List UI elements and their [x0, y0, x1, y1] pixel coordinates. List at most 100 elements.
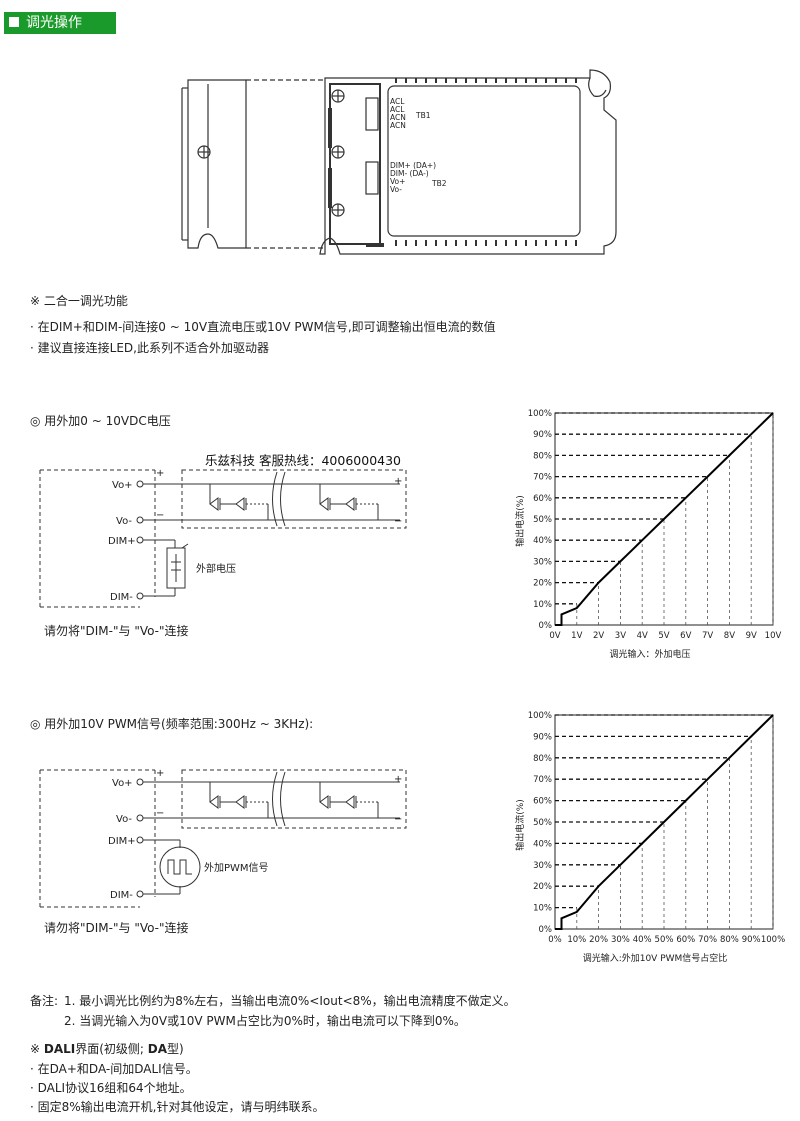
- section-title: 调光操作: [26, 15, 82, 31]
- tb1-pin: ACN: [390, 113, 406, 122]
- x-tick-label: 0V: [549, 631, 560, 641]
- intro-bullet: · 在DIM+和DIM-间连接0 ~ 10V直流电压或10V PWM信号,即可调…: [30, 320, 496, 334]
- x-tick-label: 10V: [765, 631, 782, 641]
- plus-sign: +: [156, 468, 164, 479]
- minus-sign: −: [156, 808, 164, 819]
- tb2-pin: Vo+: [390, 177, 405, 186]
- plus-sign: +: [156, 768, 164, 779]
- y-tick-label: 80%: [533, 754, 552, 764]
- x-tick-label: 8V: [724, 631, 735, 641]
- tb1-pin: ACL: [390, 97, 405, 106]
- x-tick-label: 50%: [655, 935, 674, 945]
- notes-prefix: 备注:: [30, 994, 59, 1008]
- x-tick-label: 20%: [589, 935, 608, 945]
- x-tick-label: 100%: [761, 935, 785, 945]
- tb1-pin: ACN: [390, 121, 406, 130]
- chart-pwm-dimming: 0%10%20%30%40%50%60%70%80%90%100% 0%10%2…: [514, 711, 785, 964]
- y-tick-label: 100%: [528, 711, 552, 721]
- chart1-xlabel: 调光输入：外加电压: [609, 648, 690, 660]
- y-tick-label: 80%: [533, 451, 552, 461]
- y-tick-label: 70%: [533, 775, 552, 785]
- y-tick-label: 40%: [533, 839, 552, 849]
- tb1-label: TB1: [415, 111, 431, 120]
- y-tick-label: 70%: [533, 473, 552, 483]
- diagram1-warning: 请勿将"DIM-"与 "Vo-"连接: [44, 624, 189, 638]
- y-tick-label: 30%: [533, 557, 552, 567]
- tb2-pin: DIM+ (DA+): [390, 161, 436, 170]
- vo-plus-label: Vo+: [112, 778, 133, 789]
- dali-heading-bold: DA: [147, 1042, 168, 1056]
- section-header: 调光操作: [4, 12, 116, 34]
- x-tick-label: 30%: [611, 935, 630, 945]
- dali-heading-end: 型): [167, 1042, 184, 1056]
- y-tick-label: 0%: [539, 925, 553, 935]
- x-tick-label: 1V: [571, 631, 582, 641]
- y-tick-label: 10%: [533, 904, 552, 914]
- y-tick-label: 50%: [533, 818, 552, 828]
- dali-bullet: · 在DA+和DA-间加DALI信号。: [30, 1062, 198, 1076]
- vo-plus-label: Vo+: [112, 480, 133, 491]
- y-tick-label: 20%: [533, 882, 552, 892]
- chart2-xlabel: 调光输入:外加10V PWM信号占空比: [583, 952, 728, 964]
- watermark-text: 乐兹科技 客服热线：4006000430: [205, 453, 402, 468]
- diagram1-title: ◎ 用外加0 ~ 10VDC电压: [30, 414, 171, 428]
- diagram2-title: ◎ 用外加10V PWM信号(频率范围:300Hz ~ 3KHz):: [30, 717, 314, 731]
- y-tick-label: 60%: [533, 494, 552, 504]
- source-label: 外加PWM信号: [204, 862, 269, 874]
- x-tick-label: 60%: [676, 935, 695, 945]
- x-tick-label: 10%: [567, 935, 586, 945]
- source-label: 外部电压: [196, 562, 236, 575]
- diagram2-circuit: Vo+ Vo- DIM+ DIM- + − + − 外加PWM信号: [39, 768, 407, 908]
- dimming-curve: [555, 714, 774, 930]
- x-tick-label: 4V: [637, 631, 648, 641]
- tb2-pin: Vo-: [390, 185, 402, 194]
- diagram2-warning: 请勿将"DIM-"与 "Vo-"连接: [44, 921, 189, 935]
- chart1-ylabel: 输出电流(%): [514, 495, 526, 547]
- dim-plus-label: DIM+: [108, 536, 136, 547]
- x-tick-label: 3V: [615, 631, 626, 641]
- tb2-label: TB2: [431, 179, 447, 188]
- dim-minus-label: DIM-: [110, 890, 133, 901]
- tb1-pin: ACL: [390, 105, 405, 114]
- plus-sign: +: [394, 476, 402, 487]
- dim-minus-label: DIM-: [110, 592, 133, 603]
- dali-heading-bold: DALI: [43, 1042, 76, 1056]
- x-tick-label: 90%: [742, 935, 761, 945]
- diagram1-circuit: Vo+ Vo- DIM+ DIM- + − + − 外部电压: [39, 468, 407, 608]
- note-item: 2. 当调光输入为0V或10V PWM占空比为0%时，输出电流可以下降到0%。: [64, 1014, 466, 1028]
- vo-minus-label: Vo-: [116, 814, 132, 825]
- y-tick-label: 60%: [533, 797, 552, 807]
- vo-minus-label: Vo-: [116, 516, 132, 527]
- y-tick-label: 0%: [539, 621, 553, 631]
- intro-bullet: · 建议直接连接LED,此系列不适合外加驱动器: [30, 341, 269, 355]
- y-tick-label: 40%: [533, 536, 552, 546]
- minus-sign: −: [394, 814, 402, 825]
- x-tick-label: 6V: [680, 631, 691, 641]
- driver-housing-drawing: ACL ACL ACN ACN TB1 DIM+ (DA+) DIM- (DA-…: [181, 69, 617, 255]
- x-tick-label: 40%: [633, 935, 652, 945]
- dali-heading: ※ DALI界面(初级侧; DA型): [30, 1040, 184, 1057]
- x-tick-label: 5V: [658, 631, 669, 641]
- x-tick-label: 7V: [702, 631, 713, 641]
- x-tick-label: 9V: [746, 631, 757, 641]
- minus-sign: −: [156, 510, 164, 521]
- y-tick-label: 20%: [533, 579, 552, 589]
- y-tick-label: 90%: [533, 732, 552, 742]
- dali-bullet: · DALI协议16组和64个地址。: [30, 1081, 192, 1095]
- dali-bullet: · 固定8%输出电流开机,针对其他设定，请与明纬联系。: [30, 1100, 325, 1114]
- chart2-ylabel: 输出电流(%): [514, 799, 526, 851]
- intro-heading: ※ 二合一调光功能: [30, 294, 128, 308]
- y-tick-label: 100%: [528, 409, 552, 419]
- dali-heading-mid: 界面(初级侧;: [75, 1042, 148, 1056]
- dimming-curve: [555, 412, 774, 626]
- tb2-pin: DIM- (DA-): [390, 169, 429, 178]
- plus-sign: +: [394, 774, 402, 785]
- dali-heading-mark: ※: [30, 1042, 44, 1056]
- dim-plus-label: DIM+: [108, 836, 136, 847]
- y-tick-label: 50%: [533, 515, 552, 525]
- minus-sign: −: [394, 516, 402, 527]
- x-tick-label: 70%: [698, 935, 717, 945]
- x-tick-label: 80%: [720, 935, 739, 945]
- y-tick-label: 90%: [533, 430, 552, 440]
